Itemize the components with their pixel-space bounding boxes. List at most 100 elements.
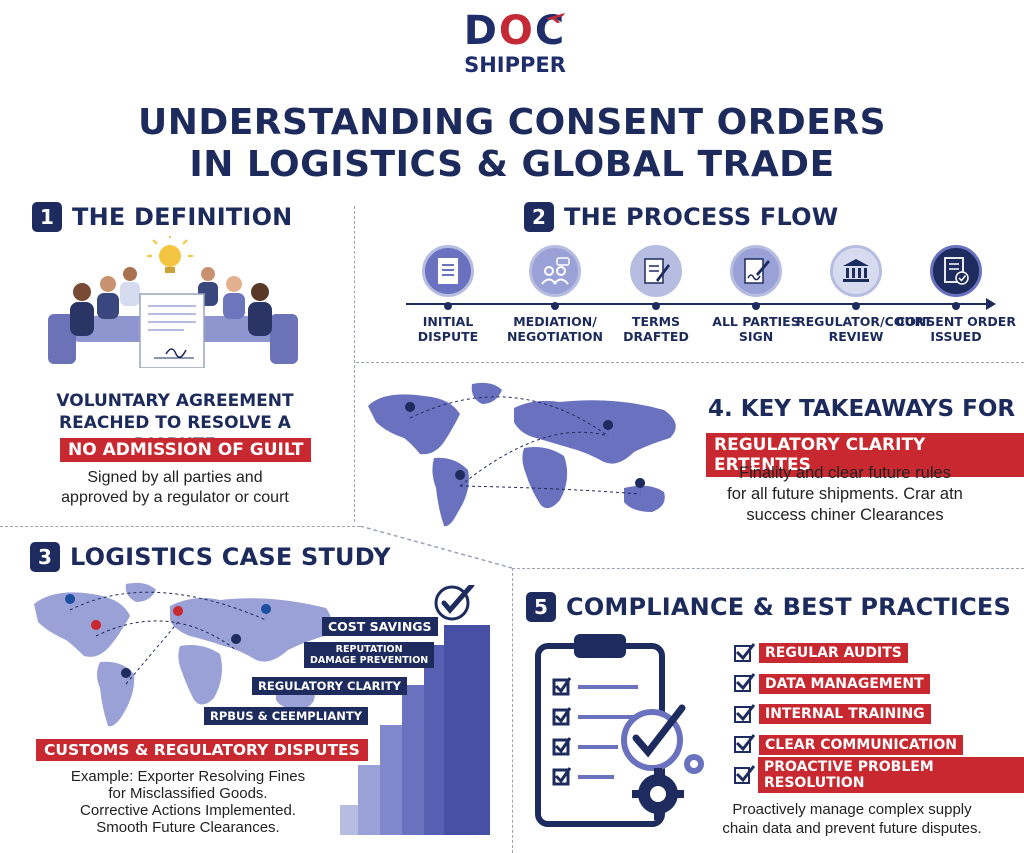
section-title: THE DEFINITION [72,203,293,231]
definition-body-line-2: approved by a regulator or court [61,489,289,506]
compliancy-label: RPBUS & CEEMPLIANTY [204,707,369,725]
step-label-line-1: TERMS [631,314,681,329]
customs-disputes-tag: CUSTOMS & REGULATORY DISPUTES [36,739,368,761]
location-pin-icon [405,402,646,500]
case-study-body-line-1: Example: Exporter Resolving Fines [70,768,306,785]
step-label-line-1: REGULATOR/COURT [796,314,933,329]
title-line-2: IN LOGISTICS & GLOBAL TRADE [189,144,835,185]
section-title: THE PROCESS FLOW [564,203,839,231]
process-step-initial-dispute: INITIAL DISPUTE [388,245,508,344]
list-item: CLEAR COMMUNICATION [734,730,1024,761]
pen-document-icon [630,245,682,297]
step-label-line-2: DISPUTE [417,329,479,344]
compliance-body-line-1: Proactively manage complex supply [732,801,972,818]
section-number: 2 [524,202,554,232]
section-1-header: 1 THE DEFINITION [32,202,292,232]
timeline-arrow-icon [986,298,996,310]
takeaways-body-line-3: success chiner Clearances [746,506,944,524]
step-label: CONSENT ORDER ISSUED [896,314,1016,344]
process-step-terms-drafted: TERMS DRAFTED [596,245,716,344]
courthouse-icon [830,245,882,297]
cost-savings-label: COST SAVINGS [322,617,438,636]
step-label-line-2: ISSUED [930,329,982,344]
practice-label: REGULAR AUDITS [759,643,908,664]
step-label-line-2: DRAFTED [623,329,689,344]
title-line-1: UNDERSTANDING CONSENT ORDERS [137,102,887,143]
reputation-label-line-1: REPUTATION [335,644,403,655]
logo-globe-o: O [498,8,535,54]
signed-document-icon [139,293,205,368]
section-title: COMPLIANCE & BEST PRACTICES [566,593,1011,621]
section-3-header: 3 LOGISTICS CASE STUDY [30,542,391,572]
page-title: UNDERSTANDING CONSENT ORDERS IN LOGISTIC… [0,102,1024,186]
timeline-dot [444,302,452,310]
process-step-consent-order-issued: CONSENT ORDER ISSUED [896,245,1016,344]
divider-3-5 [512,568,513,853]
takeaways-title: 4. KEY TAKEAWAYS FOR [708,396,1016,422]
practice-label: DATA MANAGEMENT [759,673,930,694]
clipboard-checklist-icon [535,634,704,827]
list-item: REGULAR AUDITS [734,638,1024,669]
process-step-mediation: MEDIATION/ NEGOTIATION [495,245,615,344]
section-number: 5 [526,592,556,622]
logo-subword: SHIPPER [464,53,566,77]
divider-diagonal [360,526,513,569]
divider-2-4 [356,362,1024,363]
definition-body: Signed by all parties and approved by a … [30,468,320,508]
certificate-icon [930,245,982,297]
section-number: 3 [30,542,60,572]
step-label: REGULATOR/COURT REVIEW [796,314,933,344]
step-label-line-1: INITIAL [422,314,474,329]
divider-mid-right [512,568,1024,569]
step-label-line-2: SIGN [738,329,774,344]
timeline-dot [752,302,760,310]
stairs-icon [340,585,490,835]
no-admission-tag: NO ADMISSION OF GUILT [60,438,312,462]
world-map-icon [34,582,332,727]
divider-1-2 [354,206,355,522]
checkbox-icon [734,734,755,754]
takeaways-body-line-2: for all future shipments. Crar atn [727,485,963,503]
list-item: INTERNAL TRAINING [734,699,1024,730]
section-title: LOGISTICS CASE STUDY [70,543,391,571]
section-2-header: 2 THE PROCESS FLOW [524,202,838,232]
list-item: DATA MANAGEMENT [734,669,1024,700]
regulatory-clarity-tag: REGULATORY CLARITY ERTENTES [706,433,1024,477]
document-icon [422,245,474,297]
timeline-dot [652,302,660,310]
step-label: ALL PARTIES SIGN [696,314,816,344]
step-label: INITIAL DISPUTE [388,314,508,344]
compliance-body-line-2: chain data and prevent future disputes. [722,820,982,837]
list-item: PROACTIVE PROBLEM RESOLUTION [734,757,1024,794]
case-study-body-line-2: for Misclassified Goods. [108,785,268,802]
step-label-line-1: CONSENT ORDER [896,314,1016,329]
checkbox-icon [734,673,755,693]
timeline-dot [952,302,960,310]
plane-icon [547,13,565,23]
logo-wordmark: DOC [463,8,567,54]
takeaways-body: Finality and clear future rules for all … [700,463,990,526]
people-chat-icon [529,245,581,297]
definition-heading-line-1: VOLUNTARY AGREEMENT [56,391,294,411]
timeline-dot [551,302,559,310]
step-label-line-2: REVIEW [828,329,884,344]
practice-label: PROACTIVE PROBLEM RESOLUTION [758,757,1024,794]
timeline-dot [852,302,860,310]
divider-top-left [0,526,360,527]
practice-label: CLEAR COMMUNICATION [759,734,963,755]
section-5-header: 5 COMPLIANCE & BEST PRACTICES [526,592,1011,622]
practice-label: INTERNAL TRAINING [759,704,931,725]
step-label-line-1: ALL PARTIES [712,314,800,329]
process-timeline [406,303,991,305]
best-practices-list: REGULAR AUDITS DATA MANAGEMENT INTERNAL … [734,638,1024,794]
signature-icon [730,245,782,297]
checkbox-icon [734,764,755,784]
gear-icon [632,754,704,820]
process-step-regulator-review: REGULATOR/COURT REVIEW [796,245,933,344]
reputation-label-line-2: DAMAGE PREVENTION [310,655,429,666]
meeting-illustration [48,236,298,368]
lightbulb-icon [147,236,193,273]
case-study-body-line-3: Corrective Actions Implemented. [80,802,296,819]
case-study-body: Example: Exporter Resolving Fines for Mi… [30,768,346,836]
section-number: 1 [32,202,62,232]
